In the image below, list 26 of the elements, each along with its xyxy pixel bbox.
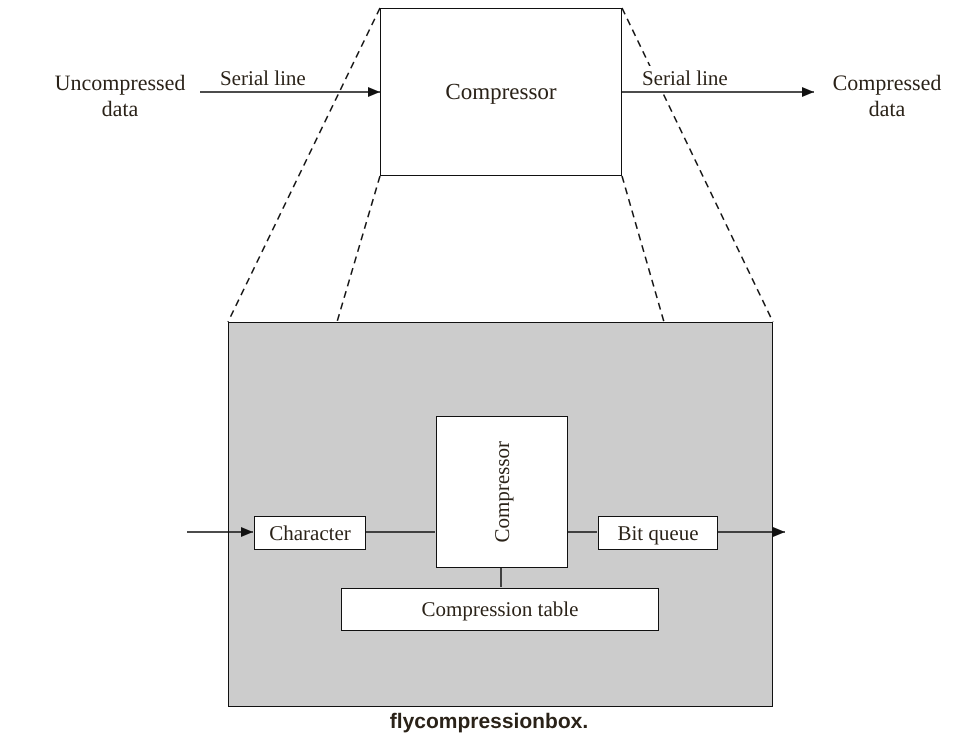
process-box bbox=[598, 516, 718, 550]
dashed-projection-line bbox=[336, 176, 381, 322]
process-box bbox=[436, 416, 568, 568]
process-box bbox=[254, 516, 366, 550]
text-label: Uncompressed data bbox=[40, 70, 200, 130]
arrow bbox=[200, 87, 380, 97]
box-label: Bit queue bbox=[617, 520, 699, 546]
dashed-projection-line bbox=[227, 8, 381, 322]
process-box bbox=[380, 8, 622, 176]
process-box bbox=[341, 588, 659, 631]
connector-line bbox=[567, 531, 597, 533]
box-label: Character bbox=[269, 520, 351, 546]
connector-line bbox=[365, 531, 435, 533]
edge-label: Serial line bbox=[640, 66, 730, 91]
box-label: Compression table bbox=[422, 597, 578, 622]
caption: flycompressionbox. bbox=[388, 710, 590, 734]
dashed-projection-line bbox=[621, 8, 774, 322]
arrow bbox=[622, 87, 814, 97]
detail-panel bbox=[228, 322, 773, 707]
text-label: Compressed data bbox=[812, 70, 962, 130]
arrow bbox=[717, 527, 785, 537]
box-label: Compressor bbox=[490, 441, 514, 543]
box-label: Compressor bbox=[445, 79, 557, 105]
dashed-projection-line bbox=[621, 176, 665, 322]
arrow bbox=[187, 527, 253, 537]
connector-line bbox=[500, 567, 502, 587]
